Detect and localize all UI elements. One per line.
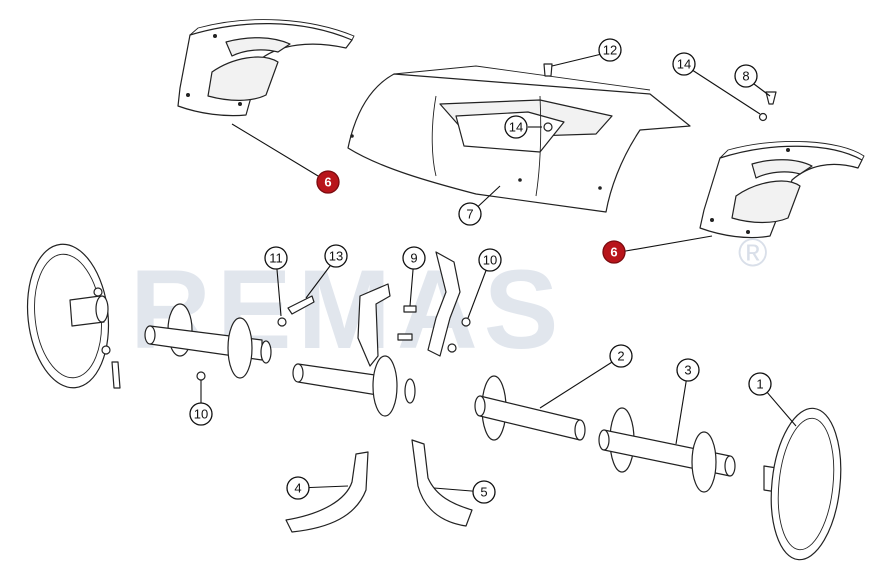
bracket-hardware [277, 251, 471, 367]
svg-text:14: 14 [509, 120, 523, 135]
svg-text:9: 9 [410, 251, 417, 266]
callout-5: 5 [472, 480, 496, 504]
callout-6-left: 6 [316, 170, 340, 194]
left-side-disc [26, 243, 121, 389]
svg-text:4: 4 [294, 481, 301, 496]
svg-text:6: 6 [324, 175, 331, 190]
watermark-registered-mark: ® [738, 231, 767, 275]
washer-14-right [758, 112, 768, 122]
svg-text:1: 1 [756, 377, 763, 392]
callout-14-hood: 14 [504, 115, 528, 139]
callout-4: 4 [286, 476, 310, 500]
hood-hardware [543, 63, 777, 132]
main-hood-cover [347, 65, 691, 213]
nut-14-hood [543, 122, 553, 132]
callout-12: 12 [598, 38, 622, 62]
svg-text:6: 6 [610, 245, 617, 260]
bolt-12 [543, 63, 553, 77]
svg-text:7: 7 [466, 207, 473, 222]
right-side-cover [699, 140, 865, 239]
left-side-cover [177, 19, 355, 117]
center-flange-shaft [292, 355, 416, 417]
washer-11 [277, 317, 287, 327]
drive-shaft-2 [474, 375, 586, 441]
callout-3: 3 [676, 358, 700, 382]
svg-text:14: 14 [677, 57, 691, 72]
side-disc-1 [763, 407, 842, 561]
callout-8: 8 [734, 64, 758, 88]
callout-1: 1 [748, 372, 772, 396]
svg-text:2: 2 [617, 349, 624, 364]
svg-text:10: 10 [483, 253, 497, 268]
callout-7: 7 [458, 202, 482, 226]
blade-5 [411, 439, 473, 527]
svg-text:5: 5 [480, 485, 487, 500]
callout-9: 9 [402, 246, 426, 270]
callout-14-right: 14 [672, 52, 696, 76]
svg-text:8: 8 [742, 69, 749, 84]
callout-10-left: 10 [189, 402, 213, 426]
svg-text:12: 12 [603, 43, 617, 58]
tiller-blades [285, 439, 473, 533]
svg-text:11: 11 [269, 251, 283, 266]
svg-text:13: 13 [329, 249, 343, 264]
svg-text:3: 3 [684, 363, 691, 378]
bracket-left [357, 283, 391, 367]
callout-11: 11 [264, 246, 288, 270]
callout-2: 2 [609, 344, 633, 368]
callout-10-right: 10 [478, 248, 502, 272]
callout-6-right: 6 [602, 240, 626, 264]
bolt-13 [287, 295, 315, 315]
callout-13: 13 [324, 244, 348, 268]
drive-shaft-3 [598, 407, 736, 493]
blade-4 [285, 451, 369, 533]
nut-10-right [461, 317, 471, 327]
bracket-right [427, 251, 461, 357]
svg-text:10: 10 [194, 407, 208, 422]
left-flange-shaft [144, 303, 272, 381]
